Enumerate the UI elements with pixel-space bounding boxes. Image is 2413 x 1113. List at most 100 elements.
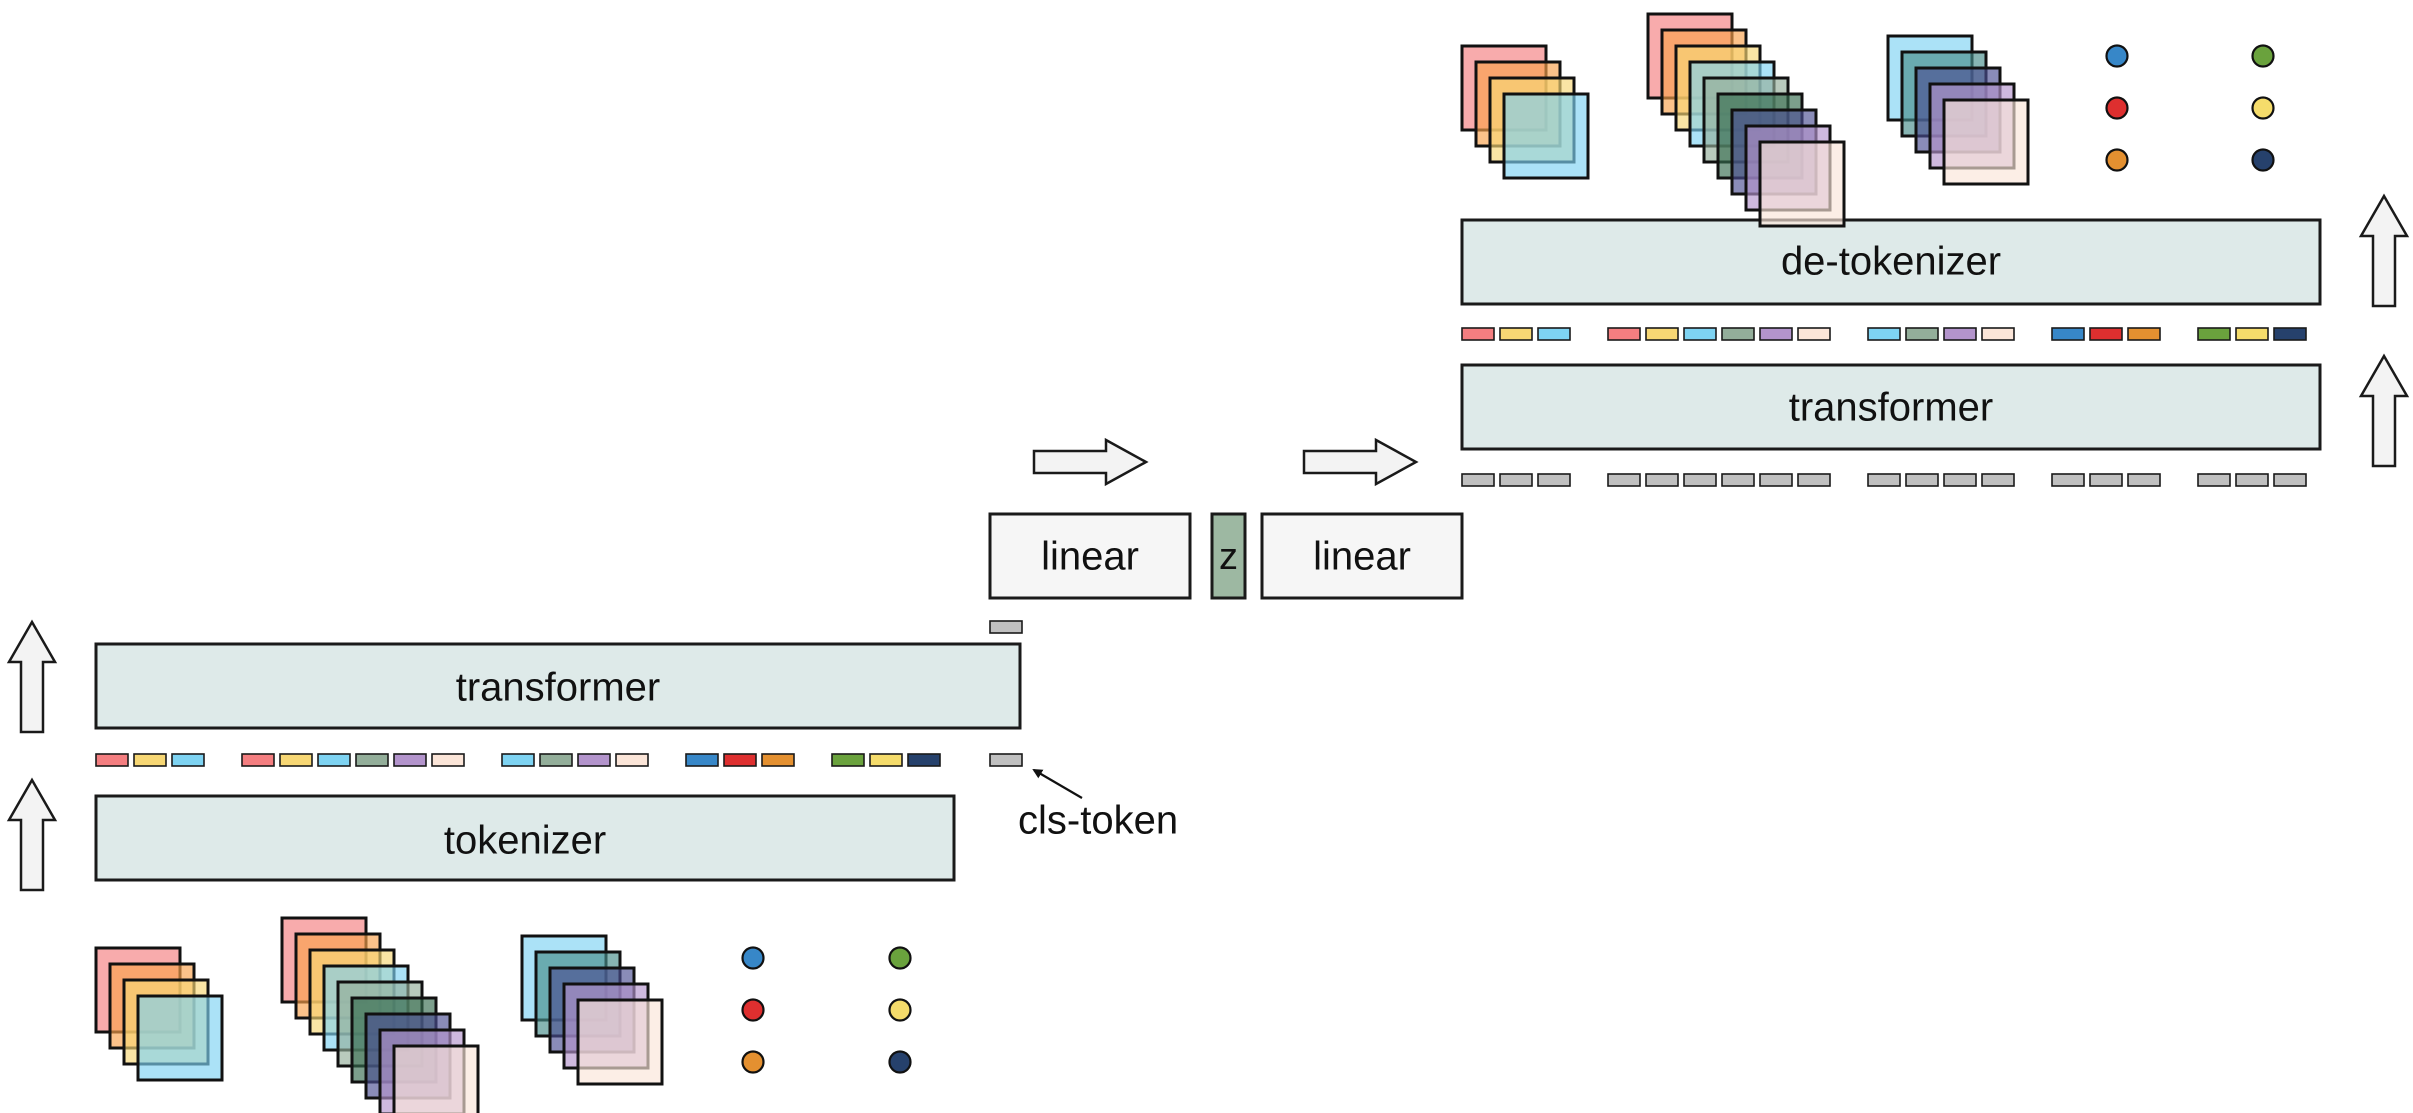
encoder-up-arrow-upper [6,619,58,734]
token-peach [431,753,465,767]
linear-in-block [988,512,1192,600]
de-tokenizer-label: de-tokenizer [1781,240,2001,284]
latent-token [2273,473,2307,487]
token-lightblue [1683,327,1717,341]
latent-token [1721,473,1755,487]
latent-token [1645,473,1679,487]
linear-out-block [1260,512,1464,600]
decoder-output-token-row [1461,327,2307,341]
right-arrow-right [1302,437,1419,487]
dot-amber [2105,148,2129,172]
encoder-input-modalities [94,916,912,1113]
token-pink [1461,327,1495,341]
callout-arrow-icon [1032,768,1083,799]
latent-token [1905,473,1939,487]
token-navy [2273,327,2307,341]
latent-z-label: z [1219,536,1238,578]
token-lightblue [1867,327,1901,341]
cls-output-token [989,620,1023,634]
up-arrow-icon [6,777,58,892]
decoder-transformer-block [1460,363,2322,451]
tokenizer-block [94,794,956,882]
right-arrow-icon [1032,437,1149,487]
dot-navy [888,1050,912,1074]
token-peach [1981,327,2015,341]
token-red [2089,327,2123,341]
decoder-transformer-label: transformer [1789,386,1994,430]
decoder-output-modalities [1460,12,2275,228]
dot-gold [888,998,912,1022]
latent-token [1759,473,1793,487]
frame-peach [576,998,664,1086]
token-lavender [1943,327,1977,341]
decoder-up-arrow-lower [2358,353,2410,468]
cls-token-label: cls-token [1018,799,1178,843]
token-amber [2127,327,2161,341]
token-red [723,753,757,767]
linear-out-label: linear [1313,535,1411,579]
token-sage [1721,327,1755,341]
frame-peach [392,1044,480,1113]
token-lavender [577,753,611,767]
token-navy [907,753,941,767]
dot-green [888,946,912,970]
token-sage [539,753,573,767]
encoder-token-row [95,753,941,767]
token-lightblue [501,753,535,767]
token-blue [685,753,719,767]
frame-lightblue [136,994,224,1082]
token-green [2197,327,2231,341]
token-lightblue [171,753,205,767]
token-pink [241,753,275,767]
frame-peach [1942,98,2030,186]
latent-token [1943,473,1977,487]
decoder: transformer de-tokenizer [1460,12,2410,487]
latent-token [1607,473,1641,487]
decoder-up-arrow-upper [2358,193,2410,308]
dot-navy [2251,148,2275,172]
dot-blue [2105,44,2129,68]
latent-token [2197,473,2231,487]
latent-token [2235,473,2269,487]
encoder-transformer-block [94,642,1022,730]
token-lightblue [317,753,351,767]
de-tokenizer-block [1460,218,2322,306]
latent-token [2089,473,2123,487]
right-arrow-left [1032,437,1149,487]
token-pink [1607,327,1641,341]
up-arrow-icon [6,619,58,734]
token-peach [615,753,649,767]
encoder-up-arrow-lower [6,777,58,892]
latent-token [2127,473,2161,487]
latent-z-block [1210,512,1247,600]
dot-blue [741,946,765,970]
token-lavender [393,753,427,767]
latent-token [1867,473,1901,487]
frame-peach [1758,140,1846,228]
up-arrow-icon [2358,193,2410,308]
latent-token [1981,473,2015,487]
latent-token [1499,473,1533,487]
token-lightblue [1537,327,1571,341]
right-arrow-icon [1302,437,1419,487]
cls-token [989,753,1023,767]
latent-token [1797,473,1831,487]
token-yellow [133,753,167,767]
token-gold [2235,327,2269,341]
token-lavender [1759,327,1793,341]
up-arrow-icon [2358,353,2410,468]
tokenizer-label: tokenizer [444,819,606,863]
linear-in-label: linear [1041,535,1139,579]
decoder-input-token-row [1461,473,2307,487]
token-pink [95,753,129,767]
token-yellow [1499,327,1533,341]
frame-lightblue [1502,92,1590,180]
dot-red [2105,96,2129,120]
dot-green [2251,44,2275,68]
token-yellow [1645,327,1679,341]
token-gold [869,753,903,767]
dot-amber [741,1050,765,1074]
token-sage [1905,327,1939,341]
latent-token [1461,473,1495,487]
token-green [831,753,865,767]
